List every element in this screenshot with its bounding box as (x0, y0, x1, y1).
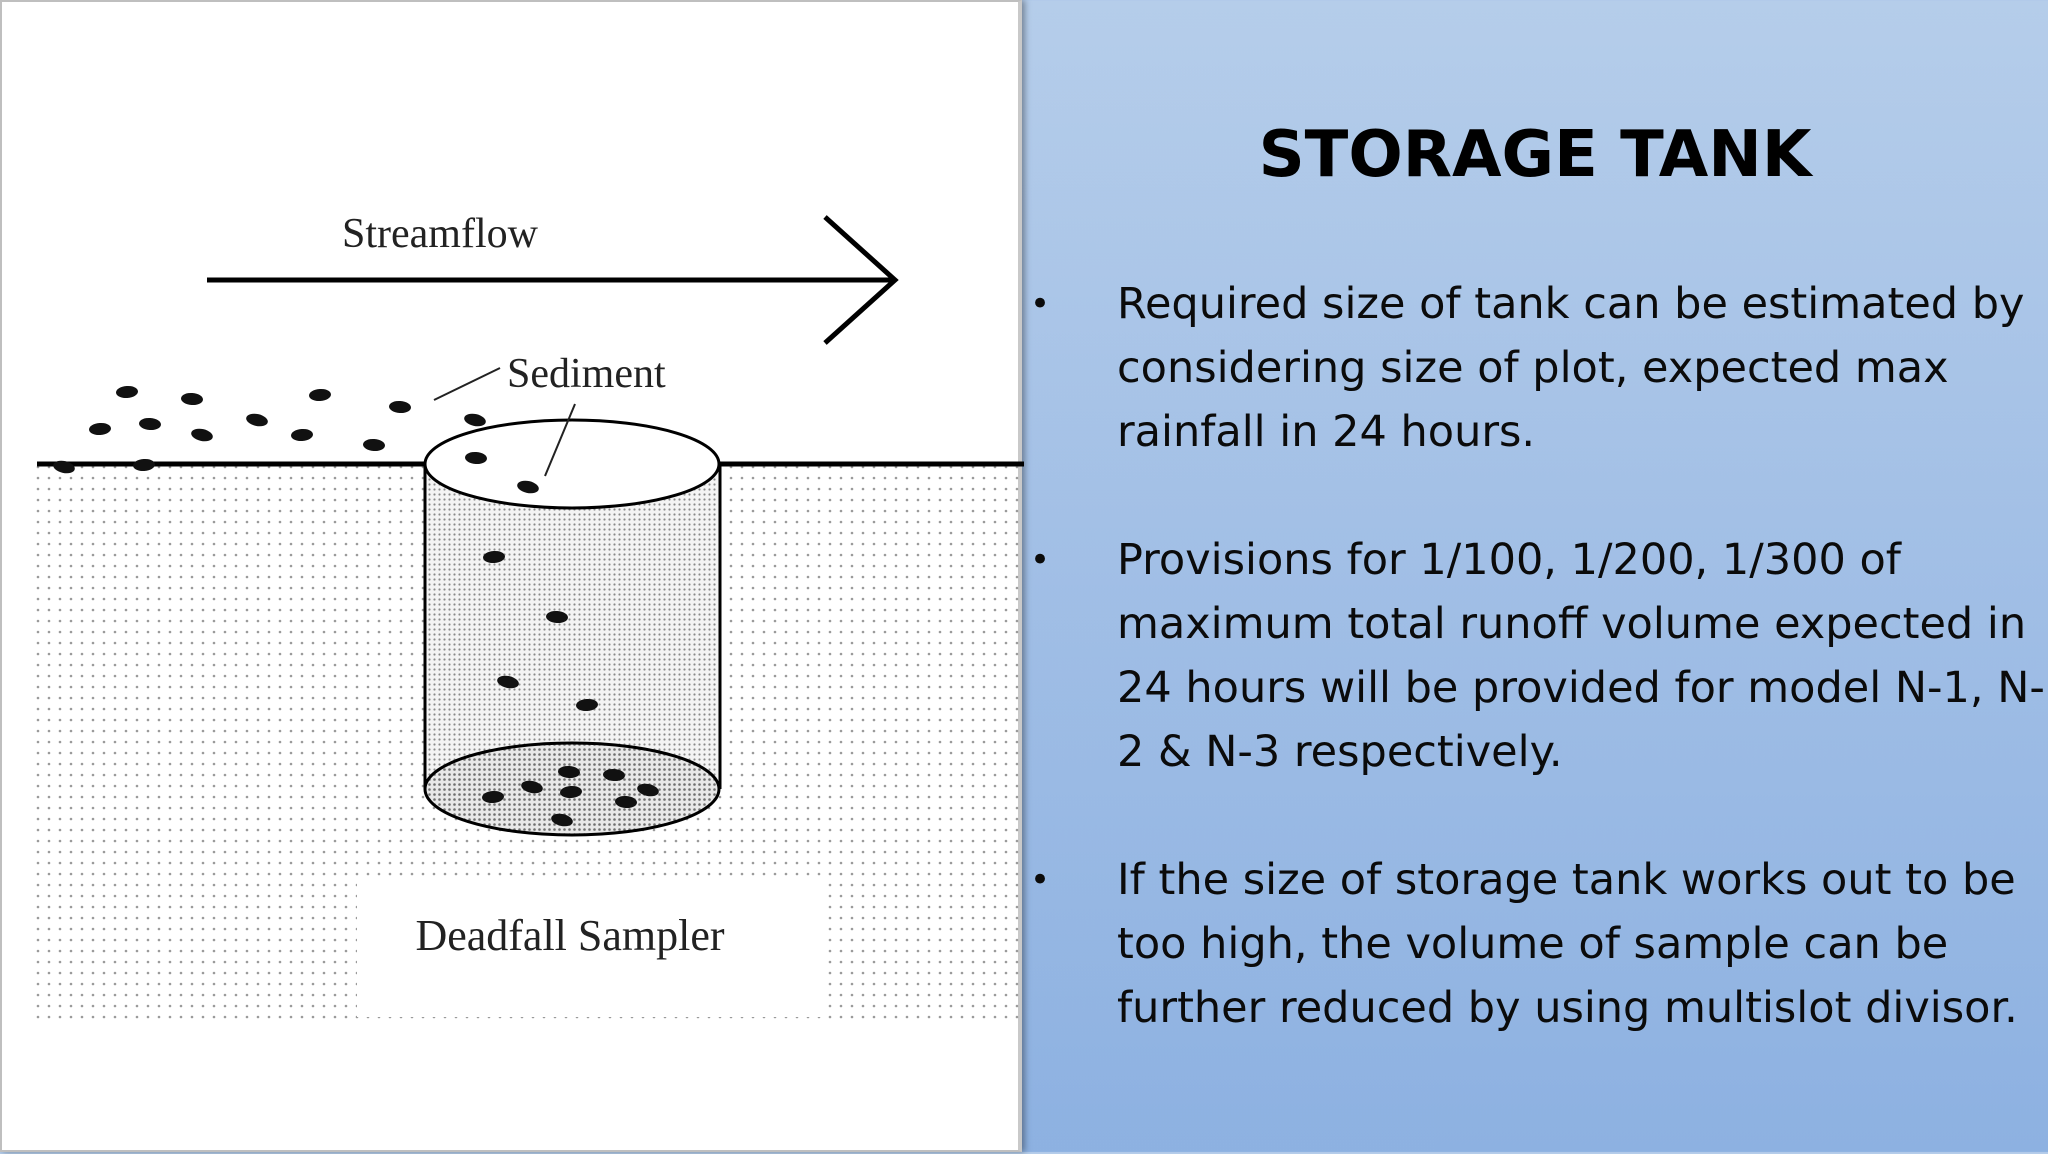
sediment-particle (603, 768, 625, 782)
sediment-particle (558, 765, 580, 779)
sediment-particle (482, 790, 504, 804)
bullet-marker: • (1030, 860, 1051, 900)
sediment-particle (389, 400, 411, 414)
sediment-particle (116, 385, 138, 399)
sediment-particle (517, 480, 539, 494)
sediment-particle (191, 428, 213, 442)
sediment-particle (560, 785, 582, 799)
diagram-panel: Streamflow Sediment Deadfall Sampler (0, 0, 1024, 1152)
sediment-particle (89, 422, 111, 436)
sediment-particle (139, 417, 161, 431)
streamflow-label: Streamflow (342, 211, 539, 257)
sediment-particle (53, 460, 75, 474)
sediment-particle (497, 675, 519, 689)
sediment-leader-line (433, 367, 501, 401)
bullet-text: Required size of tank can be estimated b… (1117, 279, 2025, 457)
bullet-text: If the size of storage tank works out to… (1117, 855, 2018, 1033)
deadfall-sampler-diagram: Streamflow Sediment Deadfall Sampler (34, 211, 1024, 1024)
sediment-particle (521, 780, 543, 794)
sediment-particle (464, 413, 486, 427)
sediment-particle (246, 413, 268, 427)
sediment-particle (576, 698, 598, 712)
sediment-particles (53, 385, 659, 827)
sediment-particle (181, 392, 203, 406)
sediment-particle (551, 813, 573, 827)
sediment-particle (637, 783, 659, 797)
bullet-marker: • (1030, 540, 1051, 580)
sediment-particle (291, 428, 313, 442)
sediment-particle (363, 438, 385, 452)
streamflow-arrow (207, 215, 899, 345)
sediment-particle (309, 388, 331, 402)
slide-title: STORAGE TANK (1258, 118, 1812, 192)
sediment-label: Sediment (507, 351, 666, 397)
sediment-particle (546, 610, 568, 624)
sediment-leader-line (544, 403, 576, 477)
sediment-particle (483, 550, 505, 564)
bullet-marker: • (1030, 284, 1051, 324)
sediment-particle (465, 451, 487, 465)
sediment-particle (133, 458, 155, 472)
sampler-label: Deadfall Sampler (415, 911, 724, 960)
sediment-particle (615, 795, 637, 809)
bullet-text: Provisions for 1/100, 1/200, 1/300 of ma… (1117, 535, 2045, 777)
